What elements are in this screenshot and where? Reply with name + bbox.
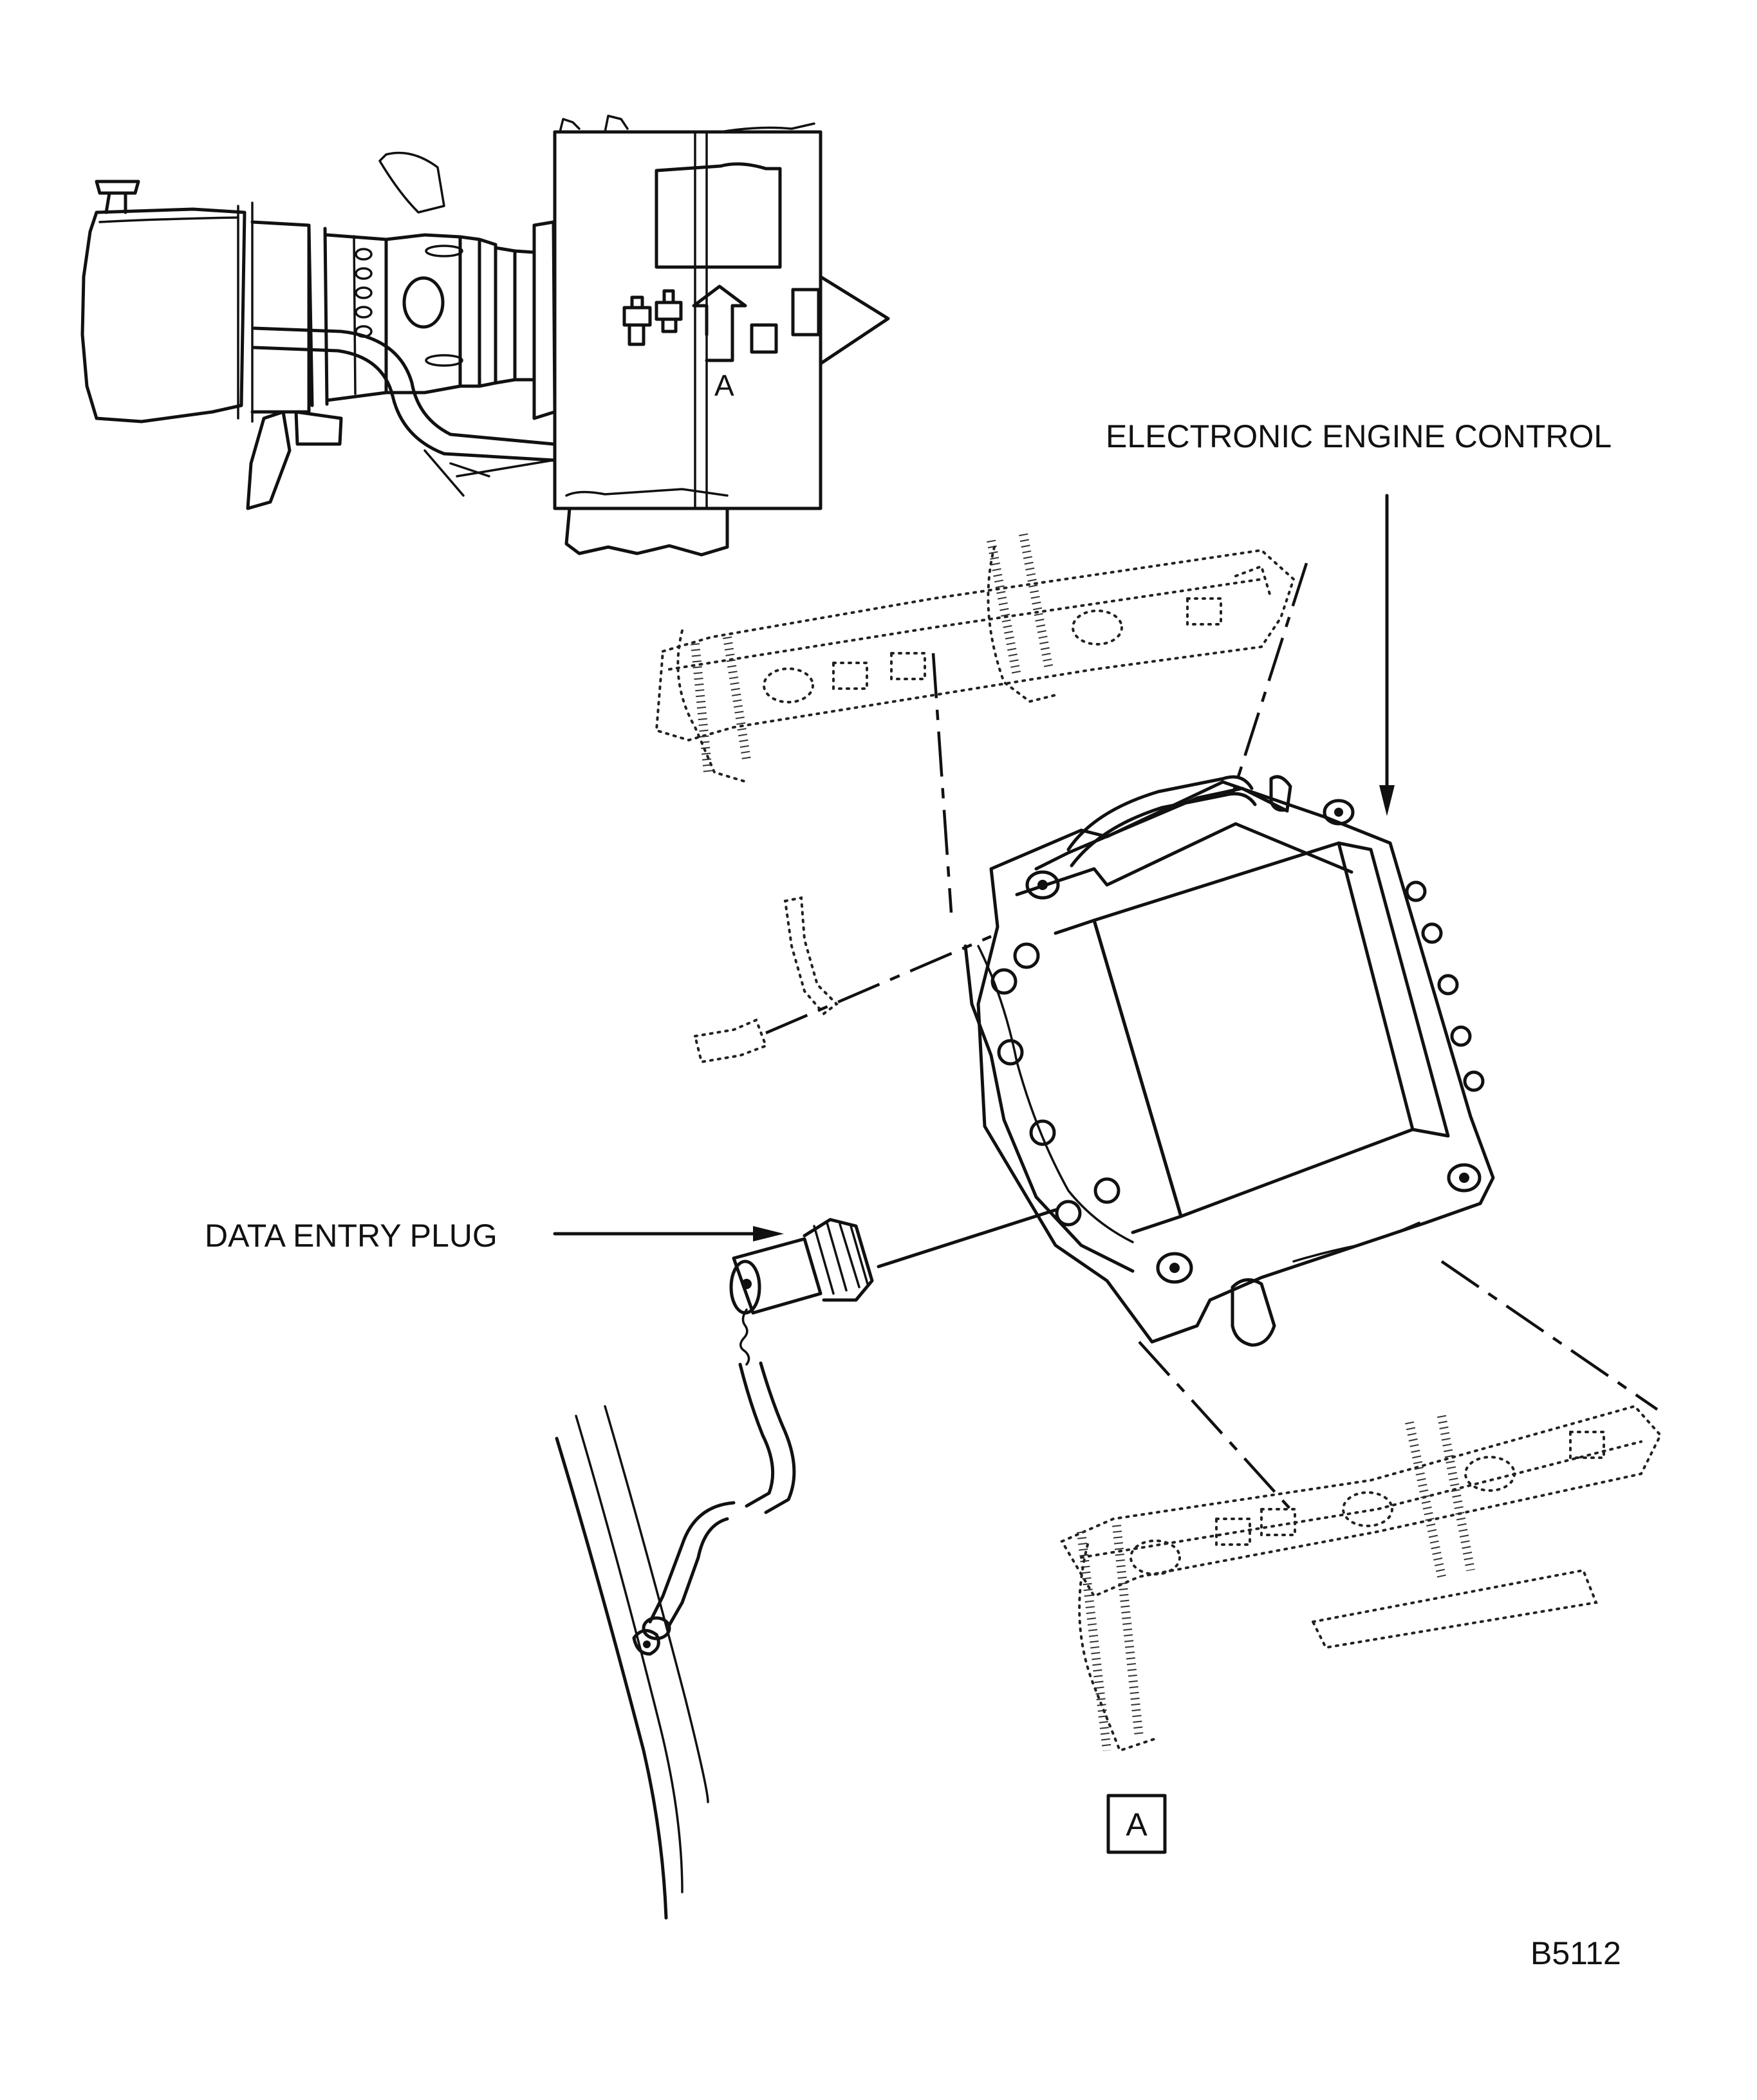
left-alignment-line <box>931 653 953 913</box>
upper-alignment-line <box>1231 562 1308 795</box>
lower-mount-bracket <box>1060 1404 1662 1752</box>
detail-view-label: A <box>1126 1807 1148 1843</box>
data-entry-plug <box>632 1218 874 1656</box>
view-marker-label: A <box>714 369 734 402</box>
data-entry-plug-label: DATA ENTRY PLUG <box>205 1218 497 1254</box>
plug-alignment-line <box>877 1208 1057 1268</box>
case-structure <box>555 1405 709 1920</box>
eec-leader-arrow <box>1379 494 1395 816</box>
upper-mount-bracket <box>655 533 1296 783</box>
engine-overview <box>80 115 890 557</box>
figure-id: B5112 <box>1530 1935 1621 1971</box>
lower-left-alignment-line <box>1138 1341 1292 1510</box>
detail-view-marker: A <box>1106 1794 1167 1854</box>
eec-callout-label: ELECTRONIC ENGINE CONTROL <box>1106 418 1612 454</box>
eec-unit <box>963 775 1495 1347</box>
phantom-clip <box>693 896 992 1064</box>
lower-right-alignment-line <box>1440 1260 1659 1411</box>
turbine-holes <box>355 248 373 338</box>
data-entry-plug-leader <box>553 1226 784 1241</box>
side-bolts <box>990 880 1485 1227</box>
